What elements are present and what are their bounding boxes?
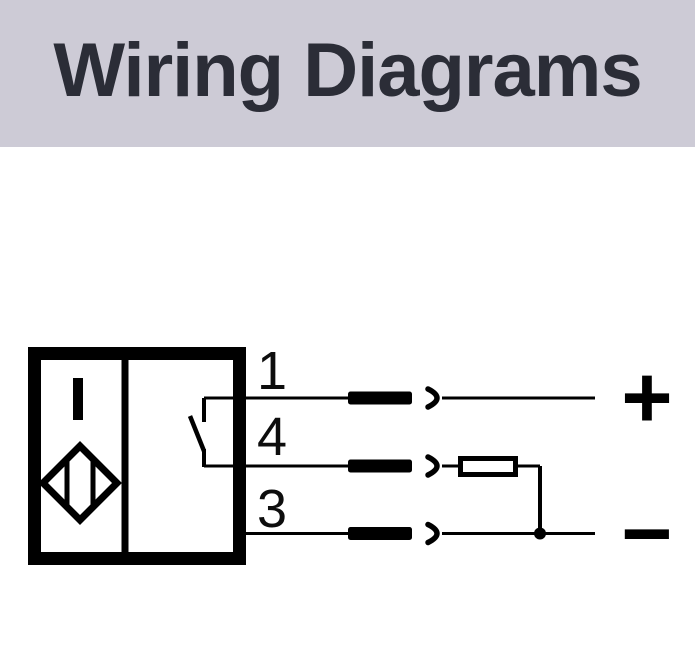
positive-terminal-label: + (621, 348, 672, 447)
wire-4: 4 (204, 407, 542, 533)
junction-dot (534, 527, 546, 540)
sensor-body (28, 347, 246, 565)
diamond-outline (38, 441, 122, 525)
wire-3-sleeve (348, 527, 412, 540)
wire-1: 1 + (204, 341, 673, 447)
wire-4-sleeve (348, 459, 412, 473)
wire-1-sleeve (348, 391, 412, 405)
connector-socket-icon (425, 386, 440, 410)
negative-terminal-label: − (621, 484, 672, 583)
switch-lever (187, 415, 207, 452)
load-resistor (458, 456, 518, 477)
no-switch-contact-icon (187, 398, 207, 467)
inductive-sensor-icon (38, 441, 122, 525)
sensor-outline (28, 347, 246, 565)
title-banner: Wiring Diagrams (0, 0, 695, 147)
pin-label-3: 3 (257, 479, 287, 539)
connector-socket-icon (425, 521, 440, 546)
pin-label-4: 4 (257, 407, 287, 467)
wire-3: 3 − (234, 479, 673, 583)
connector-socket-icon (425, 454, 440, 478)
page-title: Wiring Diagrams (53, 28, 642, 113)
pin-label-1: 1 (257, 341, 287, 401)
